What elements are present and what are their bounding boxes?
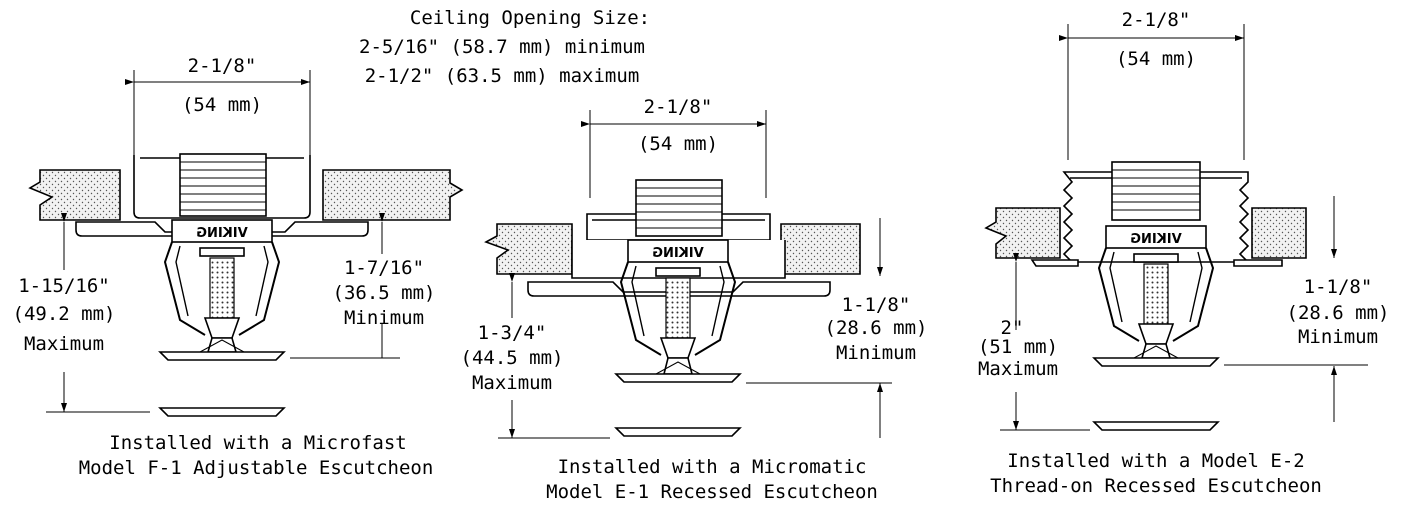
v1-right-dim-in: 1-7/16" [344, 257, 424, 279]
v3-ceiling-tile-right [1251, 207, 1307, 259]
v3-right-dim-mm: (28.6 mm) [1287, 302, 1390, 324]
v2-deflector-lower [614, 427, 742, 437]
v3-caption-line2: Thread-on Recessed Escutcheon [990, 475, 1322, 497]
v1-left-dim-note: Maximum [24, 333, 104, 355]
v2-ceiling-tile-right [780, 223, 861, 275]
ceiling-opening-title: Ceiling Opening Size: [410, 7, 650, 29]
v2-caption-line2: Model E-1 Recessed Escutcheon [546, 481, 878, 503]
v3-left-dim-mm: (51 mm) [978, 336, 1058, 358]
ceiling-opening-label: Ceiling Opening Size: 2-5/16" (58.7 mm) … [359, 7, 650, 87]
v3-threads [1111, 161, 1201, 221]
v3-brand-mark: VIKING [1130, 232, 1181, 247]
v2-right-dim-in: 1-1/8" [842, 294, 911, 316]
v1-left-dim-in: 1-15/16" [18, 275, 110, 297]
v1-right-dim-mm: (36.5 mm) [333, 282, 436, 304]
v3-deflector-lower [1092, 421, 1220, 431]
v1-right-dim-note: Minimum [344, 307, 424, 329]
v2-brand-mark: VIKING [652, 246, 703, 261]
view-f1-adjustable: 2-1/8" (54 mm) VIKING [13, 55, 464, 479]
v1-width-in: 2-1/8" [188, 55, 257, 77]
v2-left-dim-mm: (44.5 mm) [461, 347, 564, 369]
v2-sprinkler: VIKING [614, 239, 742, 383]
v3-width-mm: (54 mm) [1116, 48, 1196, 70]
v1-sprinkler: VIKING [158, 219, 286, 361]
v3-ceiling-tile-left [984, 207, 1061, 259]
v2-ceiling-tile-left [484, 223, 573, 275]
v2-width-in: 2-1/8" [644, 96, 713, 118]
ceiling-opening-minimum: 2-5/16" (58.7 mm) minimum [359, 36, 645, 58]
ceiling-opening-maximum: 2-1/2" (63.5 mm) maximum [365, 65, 640, 87]
v1-brand-mark: VIKING [196, 226, 247, 241]
v1-left-dim-mm: (49.2 mm) [13, 303, 116, 325]
v3-left-dim-in: 2" [1001, 317, 1024, 339]
v2-right-dim-mm: (28.6 mm) [825, 317, 928, 339]
v1-ceiling-tile-right [322, 169, 464, 221]
v3-right-dim-note: Minimum [1298, 326, 1378, 348]
v1-ceiling-tile-left [28, 169, 121, 221]
v2-width-mm: (54 mm) [638, 133, 718, 155]
v1-caption-line1: Installed with a Microfast [109, 432, 406, 454]
v2-threads [635, 179, 723, 237]
view-e2-thread-on: 2-1/8" (54 mm) VIKING [978, 9, 1390, 497]
v3-width-in: 2-1/8" [1122, 9, 1191, 31]
v1-deflector-lower [158, 407, 286, 417]
view-e1-recessed: 2-1/8" (54 mm) VIKING [461, 96, 928, 503]
v1-threads [179, 153, 267, 217]
v2-right-dim-note: Minimum [836, 342, 916, 364]
v1-caption-line2: Model F-1 Adjustable Escutcheon [79, 457, 434, 479]
v2-left-dim-note: Maximum [472, 372, 552, 394]
v3-right-dim-in: 1-1/8" [1304, 276, 1373, 298]
v3-caption-line1: Installed with a Model E-2 [1007, 450, 1304, 472]
v1-width-mm: (54 mm) [182, 94, 262, 116]
v3-left-dim-note: Maximum [978, 358, 1058, 380]
v3-sprinkler: VIKING [1092, 225, 1220, 367]
v2-left-dim-in: 1-3/4" [478, 322, 547, 344]
v2-caption-line1: Installed with a Micromatic [558, 456, 867, 478]
